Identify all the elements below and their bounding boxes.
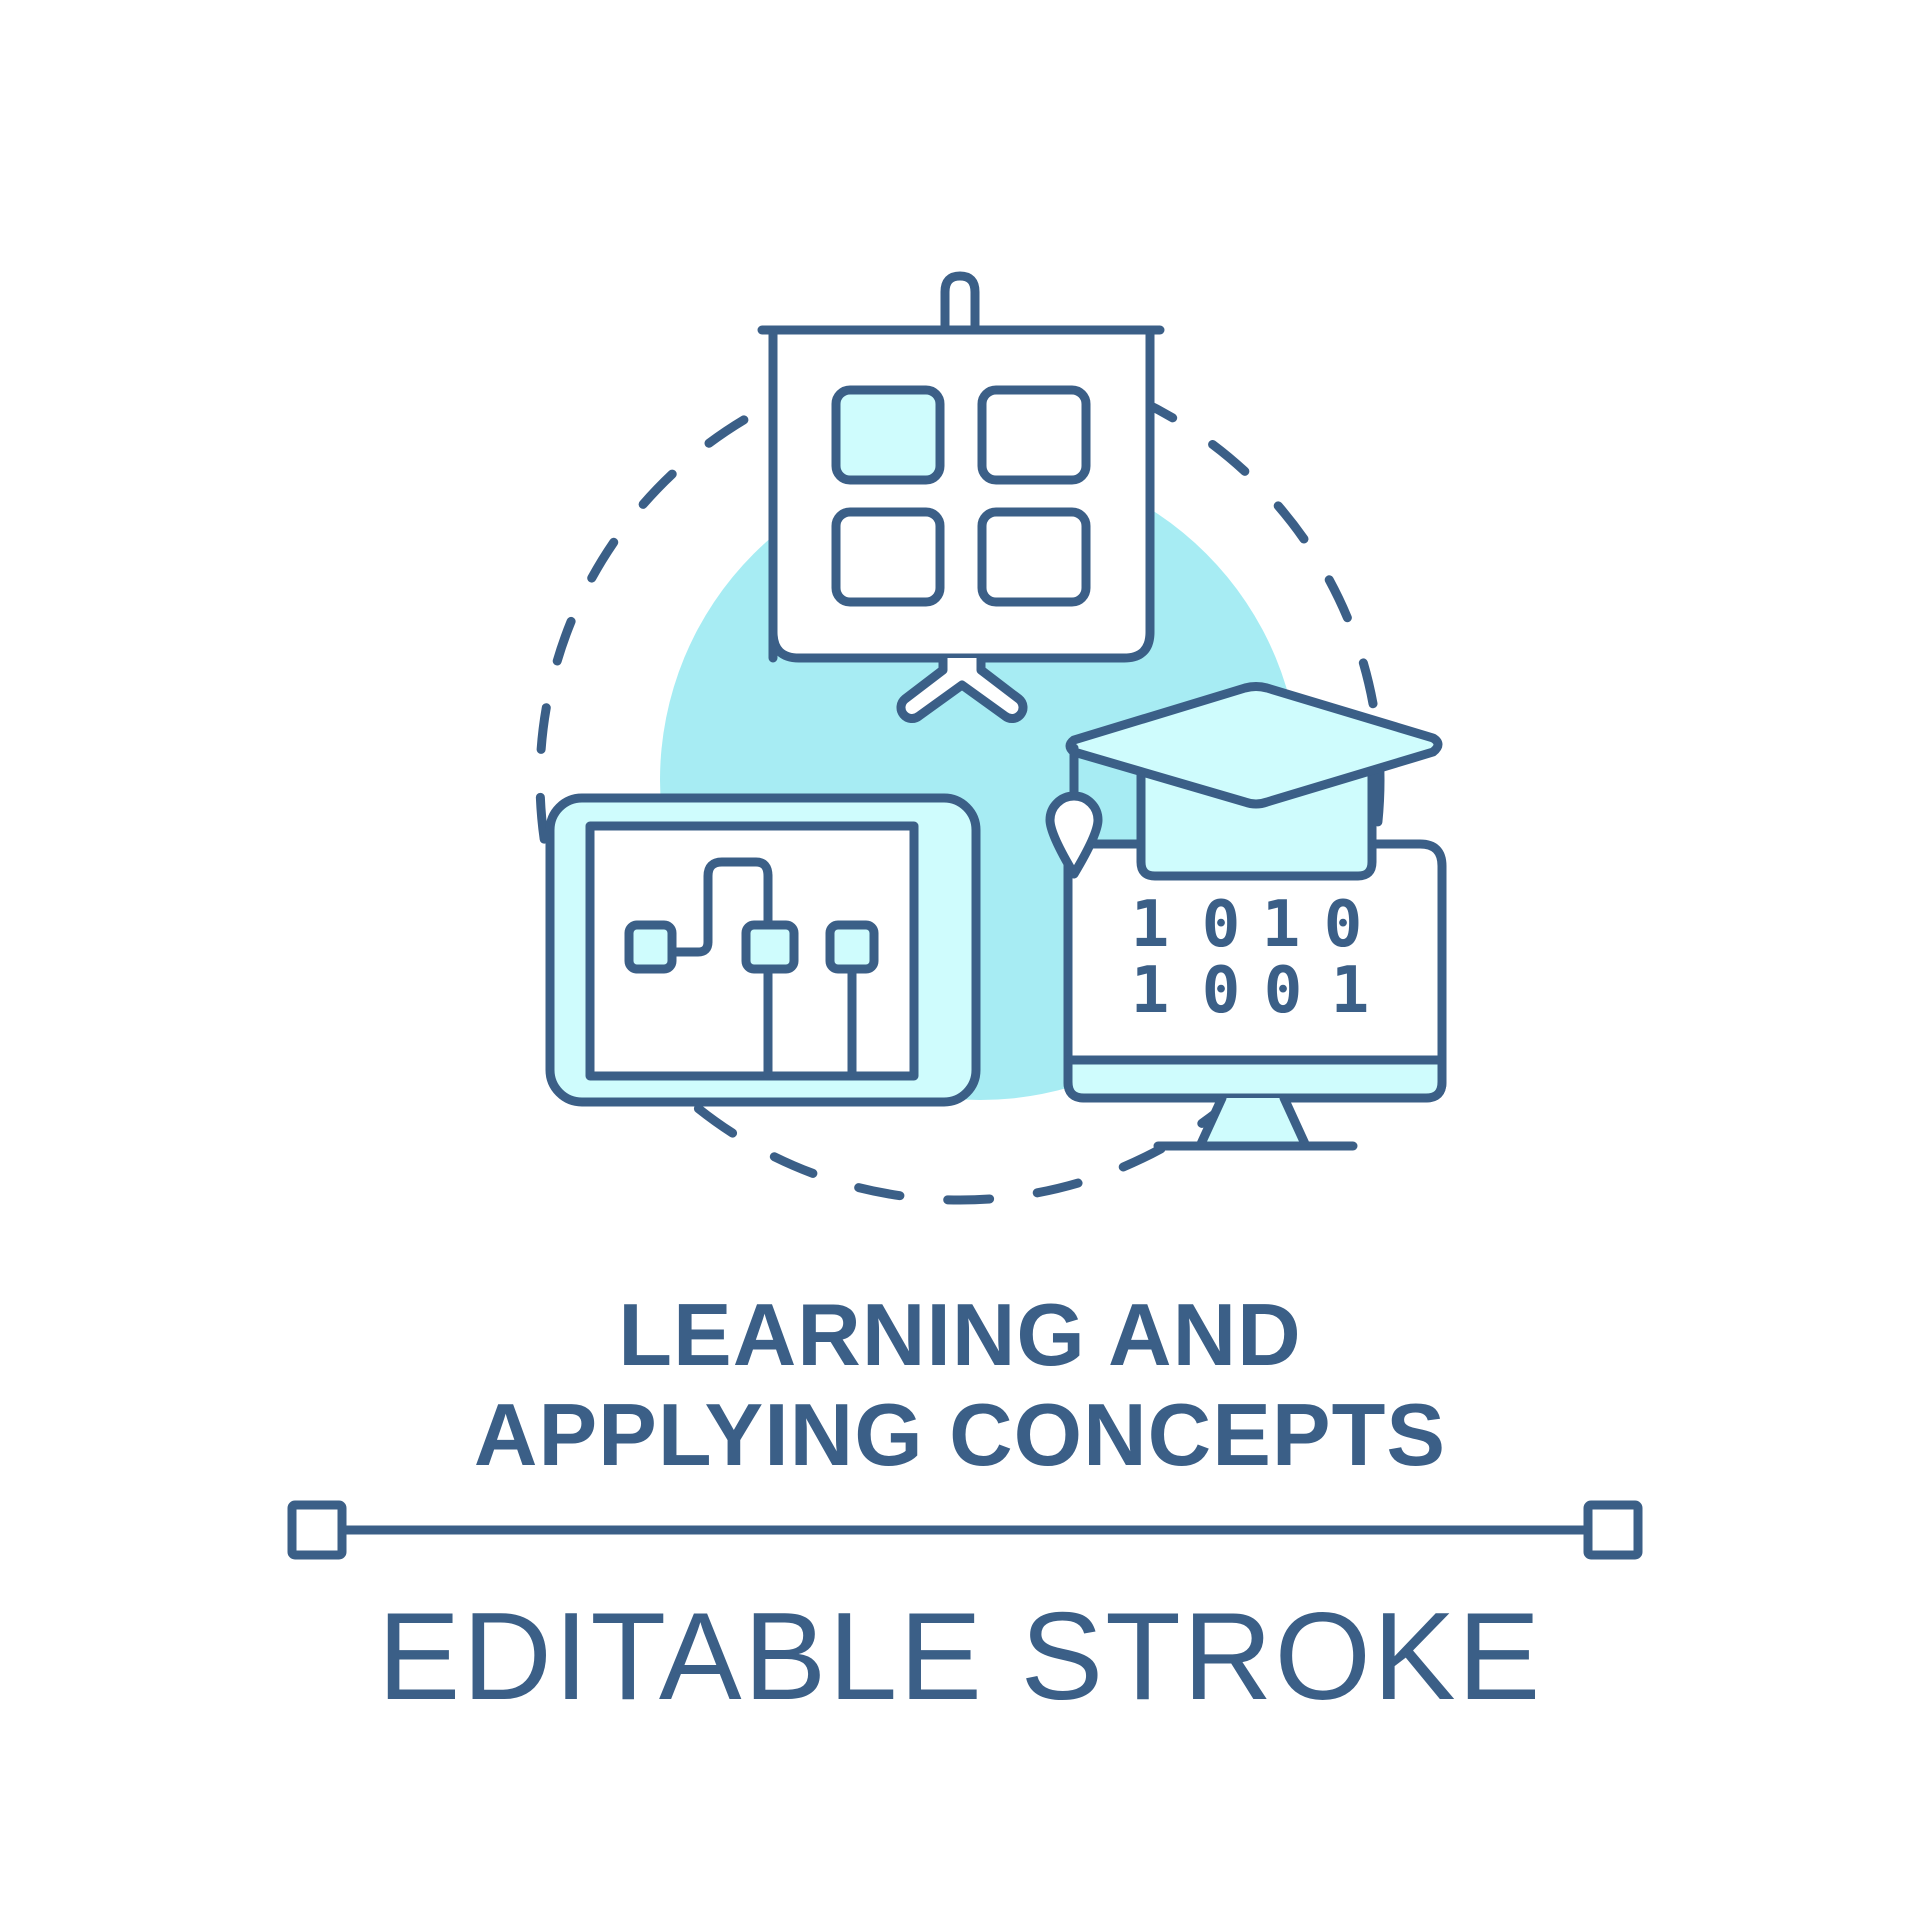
binary-digit: 0 <box>1202 954 1241 1028</box>
binary-digit: 0 <box>1324 888 1363 962</box>
binary-display: 1 0 1 0 1 0 0 1 <box>1131 888 1370 1028</box>
binary-digit: 1 <box>1131 888 1170 962</box>
stroke-handle-right <box>1583 1500 1643 1560</box>
stroke-line-demo <box>287 1500 1643 1560</box>
binary-digit: 0 <box>1264 954 1303 1028</box>
title-line-1: LEARNING AND <box>618 1285 1302 1384</box>
binary-digit: 1 <box>1331 954 1370 1028</box>
graduation-cap-icon <box>1045 682 1443 881</box>
caption: EDITABLE STROKE <box>377 1588 1543 1726</box>
binary-digit: 1 <box>1131 954 1170 1028</box>
presentation-board-icon <box>757 271 1165 723</box>
title-line-2: APPLYING CONCEPTS <box>473 1385 1447 1484</box>
tablet-flowchart-icon <box>545 793 981 1107</box>
stroke-handle-left <box>287 1500 347 1560</box>
binary-digit: 0 <box>1202 888 1241 962</box>
monitor-icon <box>1063 839 1447 1151</box>
binary-digit: 1 <box>1262 888 1301 962</box>
